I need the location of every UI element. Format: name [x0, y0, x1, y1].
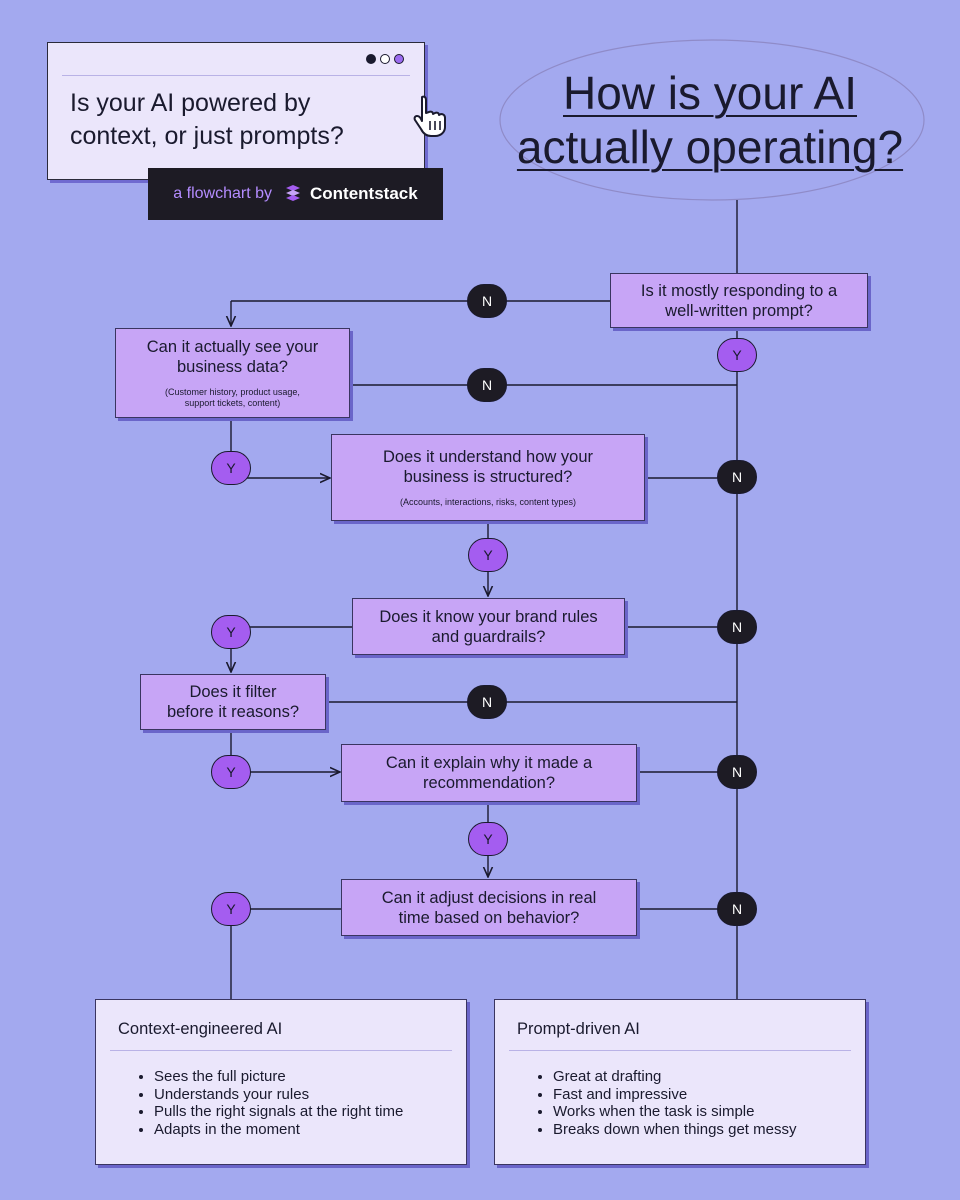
answer-yes-badge: Y	[468, 538, 508, 572]
window-dot-icon	[366, 54, 376, 64]
node-text: Does it know your brand rules and guardr…	[379, 607, 598, 646]
answer-yes-badge: Y	[468, 822, 508, 856]
hand-cursor-icon	[413, 95, 446, 137]
list-item: Sees the full picture	[154, 1068, 403, 1086]
result-divider	[110, 1050, 452, 1051]
answer-yes-badge: Y	[211, 615, 251, 649]
result-card-prompt-driven: Prompt-driven AI Great at drafting Fast …	[494, 999, 866, 1165]
intro-question: Is your AI powered by context, or just p…	[70, 89, 344, 150]
node-text: Does it filter before it reasons?	[166, 683, 300, 721]
result-bullets: Great at drafting Fast and impressive Wo…	[535, 1068, 796, 1138]
list-item: Great at drafting	[553, 1068, 796, 1086]
answer-no-badge: N	[717, 755, 757, 789]
answer-yes-badge: Y	[211, 892, 251, 926]
node-subtext: (Accounts, interactions, risks, content …	[399, 497, 577, 507]
credit-banner: a flowchart by Contentstack	[148, 168, 443, 220]
list-item: Adapts in the moment	[154, 1121, 403, 1139]
answer-no-badge: N	[717, 460, 757, 494]
decision-node-q1: Is it mostly responding to a well-writte…	[610, 273, 868, 328]
window-divider	[62, 75, 410, 76]
node-text: Can it adjust decisions in real time bas…	[381, 888, 597, 927]
result-title: Prompt-driven AI	[517, 1020, 640, 1038]
list-item: Breaks down when things get messy	[553, 1121, 796, 1139]
answer-no-badge: N	[467, 368, 507, 402]
brand: Contentstack	[284, 184, 418, 204]
decision-node-q7: Can it adjust decisions in real time bas…	[341, 879, 637, 936]
credit-prefix: a flowchart by	[173, 185, 273, 202]
answer-yes-badge: Y	[211, 755, 251, 789]
answer-yes-badge: Y	[211, 451, 251, 485]
node-text: Does it understand how your business is …	[382, 448, 594, 486]
answer-yes-badge: Y	[717, 338, 757, 372]
node-text: Can it explain why it made a recommendat…	[385, 754, 593, 792]
decision-node-q3: Does it understand how your business is …	[331, 434, 645, 521]
page-title: How is your AI actually operating?	[516, 67, 904, 173]
node-text: Can it actually see your business data?	[146, 338, 319, 376]
list-item: Understands your rules	[154, 1086, 403, 1104]
node-subtext: (Customer history, product usage, suppor…	[165, 387, 300, 408]
decision-node-q5: Does it filter before it reasons?	[140, 674, 326, 730]
answer-no-badge: N	[467, 685, 507, 719]
result-title: Context-engineered AI	[118, 1020, 283, 1038]
result-divider	[509, 1050, 851, 1051]
answer-no-badge: N	[717, 892, 757, 926]
answer-no-badge: N	[717, 610, 757, 644]
list-item: Pulls the right signals at the right tim…	[154, 1103, 403, 1121]
list-item: Fast and impressive	[553, 1086, 796, 1104]
list-item: Works when the task is simple	[553, 1103, 796, 1121]
intro-window: Is your AI powered by context, or just p…	[47, 42, 425, 180]
decision-node-q4: Does it know your brand rules and guardr…	[352, 598, 625, 655]
window-dots	[366, 54, 404, 64]
brand-name: Contentstack	[310, 184, 418, 203]
decision-node-q2: Can it actually see your business data? …	[115, 328, 350, 418]
window-dot-icon	[394, 54, 404, 64]
answer-no-badge: N	[467, 284, 507, 318]
title-ellipse	[499, 39, 925, 201]
decision-node-q6: Can it explain why it made a recommendat…	[341, 744, 637, 802]
result-bullets: Sees the full picture Understands your r…	[136, 1068, 403, 1138]
result-card-context-engineered: Context-engineered AI Sees the full pict…	[95, 999, 467, 1165]
window-dot-icon	[380, 54, 390, 64]
contentstack-logo-icon	[286, 185, 301, 201]
node-text: Is it mostly responding to a well-writte…	[640, 281, 838, 320]
